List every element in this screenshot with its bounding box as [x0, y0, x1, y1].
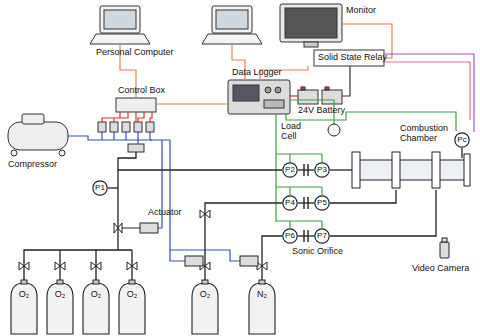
- cylinder-outline: [10, 280, 38, 334]
- cylinder-neck: [21, 280, 27, 284]
- gas-cylinder: O₂: [46, 280, 74, 334]
- part-label: Control Box: [118, 86, 165, 96]
- control-box: [116, 98, 156, 112]
- cylinder-body: [83, 283, 109, 334]
- gas-cylinder: O₂: [191, 280, 219, 334]
- laptop: [202, 6, 262, 44]
- gauge-circle: [283, 196, 297, 210]
- pressure-gauge: Pc: [454, 132, 470, 148]
- gas-label: O₂: [127, 290, 138, 300]
- actuator-body: [122, 223, 258, 266]
- cylinder-body: [11, 283, 37, 334]
- gas-cylinder: O₂: [10, 280, 38, 334]
- part-label: Solid State Relay: [318, 53, 387, 63]
- gas-cylinder: O₂: [118, 280, 146, 334]
- cylinder-neck: [57, 280, 63, 284]
- signal-wire: [68, 24, 474, 261]
- gauge-circle: [283, 163, 297, 177]
- part-label: Combustion Chamber: [400, 124, 462, 144]
- gas-label: O₂: [200, 290, 211, 300]
- part-label: 24V Battery: [298, 106, 345, 116]
- gas-cylinder: N₂: [248, 280, 276, 334]
- part-label: Sonic Orifice: [292, 247, 343, 257]
- gauge-label: P6: [285, 232, 295, 241]
- part-label: Personal Computer: [96, 48, 174, 58]
- gas-label: O₂: [91, 290, 102, 300]
- part-label: Video Camera: [412, 264, 469, 274]
- pipe-connector: [298, 169, 314, 170]
- part-label: Monitor: [346, 6, 376, 16]
- cylinder-neck: [93, 280, 99, 284]
- gauge-circle: [315, 229, 329, 243]
- gas-label: O₂: [19, 290, 30, 300]
- part-label: Data Logger: [232, 68, 282, 78]
- valve-symbol: [19, 210, 267, 270]
- pressure-gauge: P1: [92, 180, 108, 196]
- pressure-gauge: P6: [282, 228, 298, 244]
- gauge-circle: [455, 133, 469, 147]
- combustion-chamber: [352, 152, 470, 188]
- gas-label: O₂: [55, 290, 66, 300]
- laptop: [90, 6, 150, 44]
- part-label: Actuator: [148, 208, 182, 218]
- gauge-label: P7: [317, 232, 327, 241]
- cylinder-neck: [129, 280, 135, 284]
- gas-cylinder: O₂: [82, 280, 110, 334]
- pressure-gauge: P2: [282, 162, 298, 178]
- cylinder-neck: [259, 280, 265, 284]
- cylinder-outline: [82, 280, 110, 334]
- gas-pipe: [24, 148, 462, 280]
- gauge-circle: [315, 196, 329, 210]
- cylinder-outline: [248, 280, 276, 334]
- pressure-gauge: P5: [314, 195, 330, 211]
- part-label: Load Cell: [281, 122, 309, 142]
- compressor: [8, 114, 68, 156]
- gauge-circle: [315, 163, 329, 177]
- gauge-label: P1: [95, 184, 105, 193]
- pressure-gauge: P3: [314, 162, 330, 178]
- gauge-circle: [93, 181, 107, 195]
- cylinder-body: [192, 283, 218, 334]
- pressure-gauge: P4: [282, 195, 298, 211]
- cylinder-body: [47, 283, 73, 334]
- gauge-label: P4: [285, 199, 295, 208]
- gauge-label: Pc: [457, 136, 466, 145]
- gas-label: N₂: [257, 290, 267, 300]
- cylinder-outline: [191, 280, 219, 334]
- cylinder-outline: [46, 280, 74, 334]
- pipe-connector: [298, 202, 314, 203]
- pipe-connector: [298, 235, 314, 236]
- battery: [298, 87, 342, 104]
- cylinder-outline: [118, 280, 146, 334]
- gauge-label: P2: [285, 166, 295, 175]
- video-camera: [440, 238, 449, 258]
- pressure-gauge: P7: [314, 228, 330, 244]
- gauge-label: P3: [317, 166, 327, 175]
- cylinder-body: [249, 283, 275, 334]
- cylinder-body: [119, 283, 145, 334]
- gauge-circle: [283, 229, 297, 243]
- monitor: [280, 4, 342, 47]
- load-cell: [328, 124, 340, 136]
- gauge-label: P5: [317, 199, 327, 208]
- cylinder-neck: [202, 280, 208, 284]
- data-logger: [228, 80, 290, 114]
- part-label: Compressor: [8, 160, 57, 170]
